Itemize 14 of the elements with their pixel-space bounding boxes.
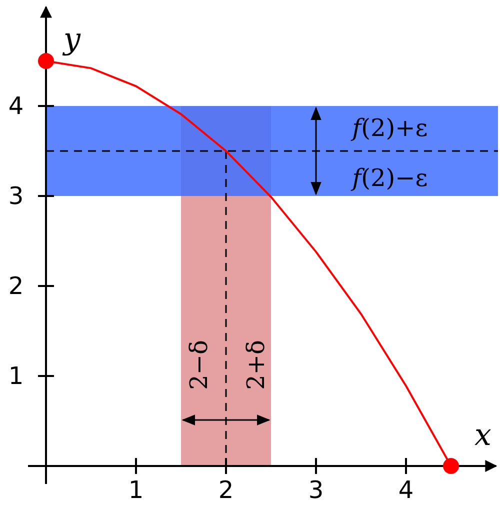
tick-label: 4 xyxy=(398,478,414,502)
axis-label: y xyxy=(64,25,80,55)
tick-label: 1 xyxy=(8,364,24,388)
tick-label: 3 xyxy=(308,478,324,502)
tick-label: 2 xyxy=(218,478,234,502)
axis-label: x xyxy=(474,421,492,451)
tick-label: 1 xyxy=(128,478,144,502)
bound-label: 2−δ xyxy=(187,340,211,390)
tick-label: 2 xyxy=(8,274,24,298)
bound-label: f(2)−ε xyxy=(352,166,428,190)
bound-label: f(2)+ε xyxy=(352,116,428,140)
bound-label: 2+δ xyxy=(244,340,268,390)
tick-label: 4 xyxy=(8,94,24,118)
tick-label: 3 xyxy=(8,184,24,208)
